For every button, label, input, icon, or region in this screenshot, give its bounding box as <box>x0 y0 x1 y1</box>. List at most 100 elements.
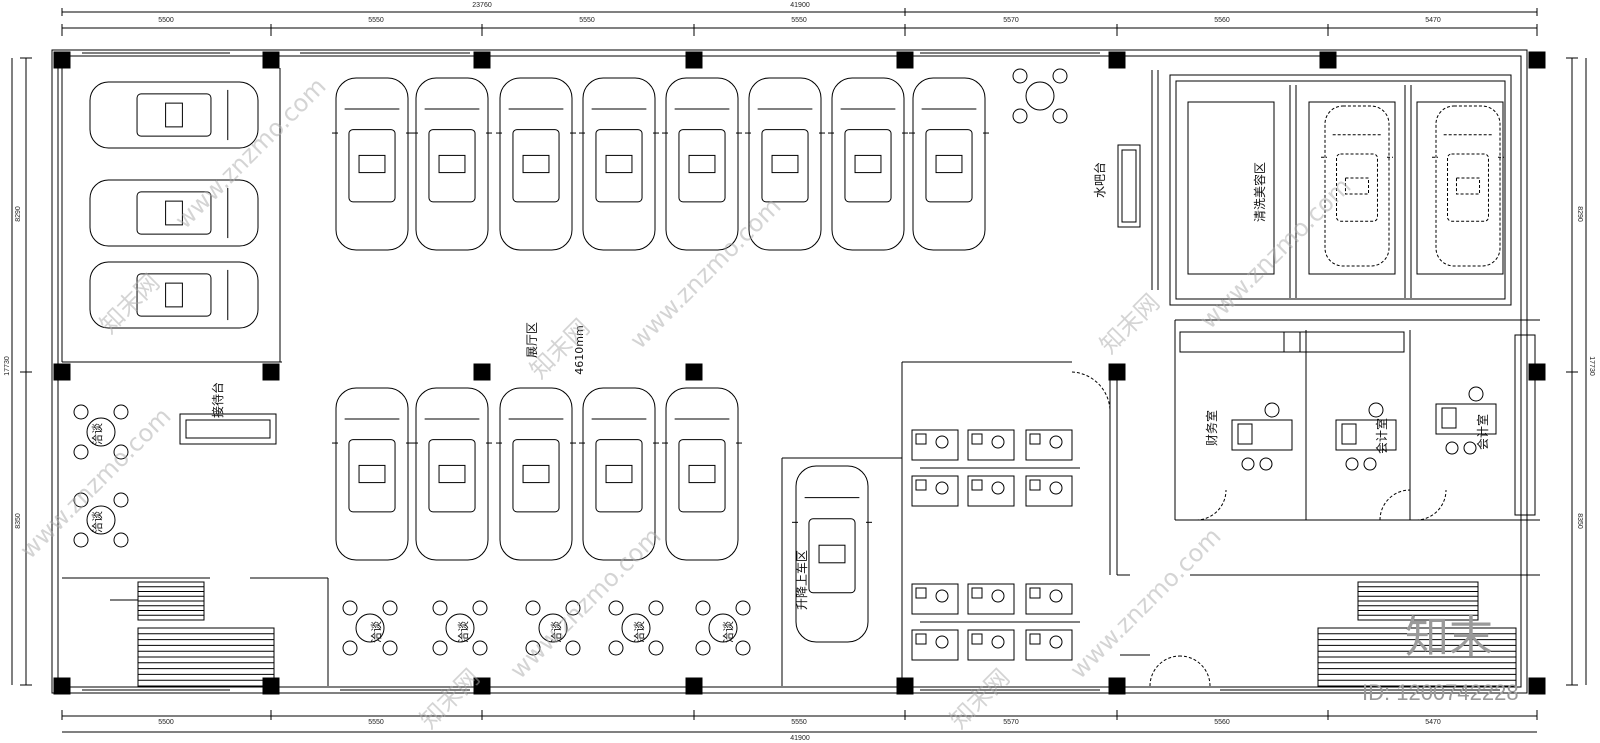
dim-bottom-2: 5550 <box>368 719 384 726</box>
car-body <box>499 77 573 251</box>
car-body <box>499 387 573 561</box>
car <box>89 179 259 247</box>
car-roof <box>512 439 560 513</box>
round-table <box>432 600 488 656</box>
fixtures <box>179 144 1141 445</box>
car <box>412 387 492 561</box>
car <box>496 387 576 561</box>
office-chair <box>991 435 1005 449</box>
chair <box>342 600 358 616</box>
visitor-chair <box>1241 457 1255 471</box>
watermark-site-3: www.znzmo.com <box>504 522 666 684</box>
table-top <box>708 613 738 643</box>
chair <box>525 640 541 656</box>
car-sunroof <box>522 464 550 484</box>
car-body <box>582 387 656 561</box>
round-table <box>342 600 398 656</box>
car-sunroof <box>522 154 550 174</box>
chair <box>695 640 711 656</box>
negotiate-label-6: 洽谈 <box>633 621 646 643</box>
chair <box>73 404 89 420</box>
workstation <box>967 629 1015 661</box>
dim-top-subtotal: 23760 <box>472 2 492 9</box>
chair <box>1052 68 1068 84</box>
car-roof <box>808 518 856 594</box>
car-body <box>335 77 409 251</box>
car-roof <box>1447 153 1489 222</box>
round-table <box>73 404 129 460</box>
cabinet <box>1514 334 1536 516</box>
chair <box>73 532 89 548</box>
dim-left-3: 8350 <box>15 513 22 529</box>
watermark-site-1: www.znzmo.com <box>169 72 331 234</box>
columns <box>53 51 1546 695</box>
desk <box>967 429 1015 461</box>
dim-left-1: 8290 <box>15 206 22 222</box>
chair <box>695 600 711 616</box>
monitor <box>1029 433 1041 445</box>
car-body <box>1435 105 1501 267</box>
office-chair <box>1368 402 1384 418</box>
column <box>896 677 914 695</box>
chair <box>565 600 581 616</box>
table-top <box>621 613 651 643</box>
desk <box>1025 583 1073 615</box>
dim-bottom-4: 5570 <box>1003 719 1019 726</box>
car-roof <box>761 129 809 203</box>
car <box>792 465 872 643</box>
watermarks: www.znzmo.com www.znzmo.com www.znzmo.co… <box>14 72 1518 734</box>
desk <box>911 429 959 461</box>
dim-right-2: 17730 <box>1588 356 1595 376</box>
chair <box>1052 108 1068 124</box>
office-chair <box>1468 386 1484 402</box>
office-chair <box>1049 589 1063 603</box>
visitor-chair <box>1259 457 1273 471</box>
label-span: 4610mm <box>573 325 586 374</box>
chair <box>735 600 751 616</box>
column <box>262 51 280 69</box>
negotiate-label-4: 洽谈 <box>457 621 470 643</box>
chair <box>73 444 89 460</box>
chair <box>735 640 751 656</box>
car-sunroof <box>358 464 386 484</box>
label-finance: 财务室 <box>1204 410 1219 446</box>
workstation <box>1025 475 1073 507</box>
column <box>896 51 914 69</box>
car-sunroof <box>358 154 386 174</box>
stair <box>137 627 275 687</box>
dim-bottom-6: 5470 <box>1425 719 1441 726</box>
watermark-site-5: www.znzmo.com <box>1194 172 1356 334</box>
label-lift: 升降上车区 <box>794 550 809 610</box>
stairs <box>110 581 1517 687</box>
chair <box>608 640 624 656</box>
column <box>1108 51 1126 69</box>
car-sunroof <box>1455 177 1481 195</box>
door-swing <box>1195 489 1227 521</box>
car-roof <box>428 129 476 203</box>
room-labels: 展厅区 4610mm 水吧台 接待台 清洗美容区 升降上车区 财务室 会计室 会… <box>210 162 1490 610</box>
negotiate-label-3: 洽谈 <box>370 621 383 643</box>
chair <box>648 600 664 616</box>
door-swing <box>1379 489 1411 521</box>
car-sunroof <box>165 200 183 226</box>
office-chair <box>1264 402 1280 418</box>
chair <box>472 600 488 616</box>
desk <box>911 583 959 615</box>
car <box>89 261 259 329</box>
chair <box>73 492 89 508</box>
car-body <box>1324 105 1390 267</box>
car-roof <box>925 129 973 203</box>
dim-top-6: 5560 <box>1214 17 1230 24</box>
car <box>909 77 989 251</box>
chair <box>608 600 624 616</box>
monitor <box>971 479 983 491</box>
monitor <box>915 587 927 599</box>
watermark-brand-3: 知末网 <box>414 664 485 735</box>
negotiation-labels: 洽谈 洽谈 洽谈 洽谈 洽谈 洽谈 洽谈 <box>91 423 735 643</box>
cabinet <box>1283 331 1405 353</box>
column <box>1528 363 1546 381</box>
desk <box>1025 429 1073 461</box>
stair <box>1357 581 1479 621</box>
chair <box>648 640 664 656</box>
chair <box>1012 68 1028 84</box>
